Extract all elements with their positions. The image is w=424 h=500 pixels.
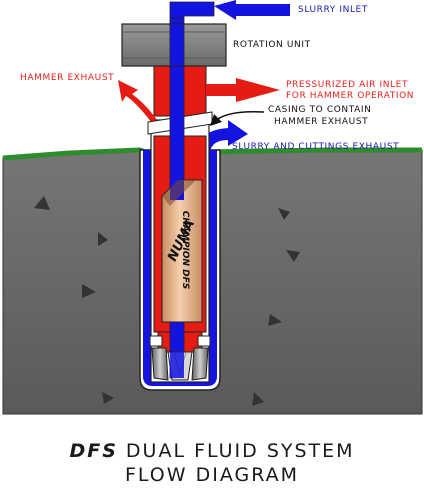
drill-bit <box>149 335 211 381</box>
tool-model-label: CHAMPION DFS <box>180 210 190 290</box>
slurry-inlet-arrow-icon <box>214 0 290 20</box>
casing-leader-head <box>210 114 222 126</box>
air-inlet-arrow-icon <box>206 78 280 102</box>
rock-shape <box>286 250 300 262</box>
rock-shape <box>102 392 114 404</box>
label-pressurized-air-line2: FOR HAMMER OPERATION <box>286 91 415 101</box>
rock-shape <box>268 314 282 326</box>
label-rotation-unit: ROTATION UNIT <box>233 40 311 50</box>
label-casing-line2: HAMMER EXHAUST <box>274 117 369 127</box>
slurry-annulus <box>143 150 217 386</box>
label-slurry-inlet: SLURRY INLET <box>298 5 368 15</box>
rock-shape <box>278 208 290 220</box>
rock-shape <box>252 392 264 406</box>
slurry-gooseneck <box>169 1 215 19</box>
page-title-line2: FLOW DIAGRAM <box>124 464 300 486</box>
hammer-tool <box>161 179 203 323</box>
hammer-exhaust-arrow-icon <box>118 80 160 126</box>
title-line1: DUAL FLUID SYSTEM <box>125 440 355 462</box>
label-casing-line1: CASING TO CONTAIN <box>268 105 372 115</box>
casing-leader-arrow-icon <box>213 110 265 123</box>
page-title: DFS DUAL FLUID SYSTEM <box>0 440 424 462</box>
label-pressurized-air-line1: PRESSURIZED AIR INLET <box>286 80 409 90</box>
rock-shape <box>98 232 108 246</box>
title-abbrev: DFS <box>69 440 118 462</box>
label-hammer-exhaust: HAMMER EXHAUST <box>20 73 115 83</box>
label-slurry-cuttings-exhaust: SLURRY AND CUTTINGS EXHAUST <box>232 142 400 152</box>
rock-shape <box>34 196 50 210</box>
rock-shape <box>82 284 96 298</box>
